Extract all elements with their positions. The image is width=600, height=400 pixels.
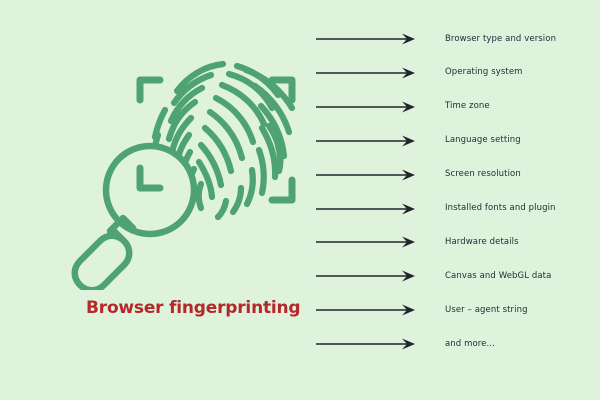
fingerprint-scan-illustration — [55, 40, 315, 290]
right-arrow-icon — [316, 236, 416, 248]
list-item: Screen resolution — [316, 164, 600, 186]
list-item-label: Screen resolution — [445, 169, 521, 180]
list-item: Installed fonts and plugin — [316, 198, 600, 220]
lens-corner-bracket — [136, 164, 164, 192]
list-item: Browser type and version — [316, 28, 600, 50]
magnifying-glass-icon — [71, 142, 198, 290]
list-item: Hardware details — [316, 231, 600, 253]
list-item-label: Language setting — [445, 135, 521, 146]
attribute-list: Browser type and version Operating syste… — [316, 0, 600, 400]
right-arrow-icon — [316, 203, 416, 215]
list-item-label: Time zone — [445, 101, 490, 112]
right-arrow-icon — [316, 101, 416, 113]
list-item-label: Browser type and version — [445, 33, 557, 44]
fingerprint-scan-svg — [71, 60, 296, 290]
page-title: Browser fingerprinting — [86, 298, 301, 318]
right-arrow-icon — [316, 169, 416, 181]
list-item-label: Installed fonts and plugin — [445, 203, 556, 213]
right-arrow-icon — [316, 135, 416, 147]
right-arrow-icon — [316, 270, 416, 282]
list-item-label: and more... — [445, 338, 495, 349]
right-arrow-icon — [316, 67, 416, 79]
list-item-label: Operating system — [445, 67, 523, 78]
right-arrow-icon — [316, 338, 416, 350]
list-item: and more... — [316, 333, 600, 355]
right-arrow-icon — [316, 304, 416, 316]
list-item-label: Hardware details — [445, 236, 519, 247]
list-item: Time zone — [316, 96, 600, 118]
list-item: Operating system — [316, 62, 600, 84]
list-item: Language setting — [316, 130, 600, 152]
list-item: Canvas and WebGL data — [316, 265, 600, 287]
right-arrow-icon — [316, 33, 416, 45]
list-item-label: Canvas and WebGL data — [445, 270, 552, 281]
list-item-label: User – agent string — [445, 304, 528, 315]
list-item: User – agent string — [316, 299, 600, 321]
